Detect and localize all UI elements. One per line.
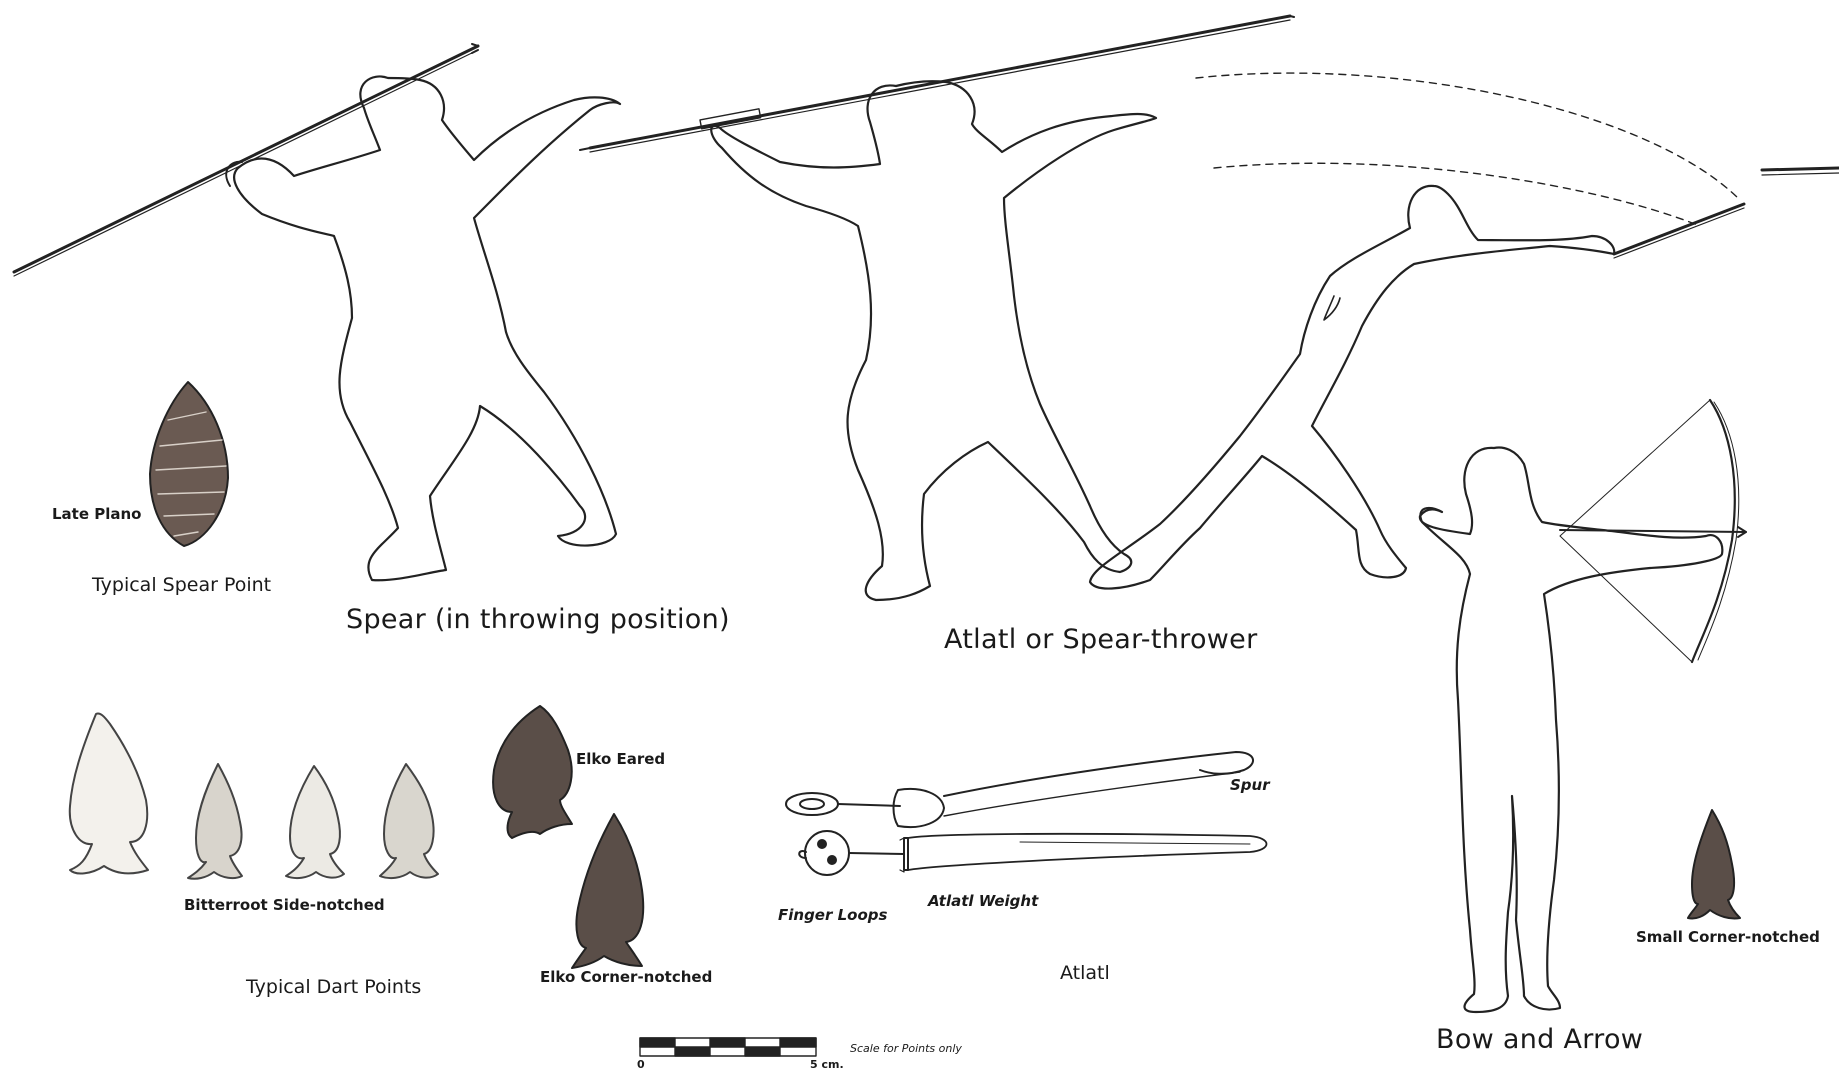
atlatl-weight-label: Atlatl Weight <box>928 892 1038 910</box>
late-plano-label: Late Plano <box>52 505 142 523</box>
scale-zero-label: 0 <box>637 1058 645 1071</box>
spear-caption: Spear (in throwing position) <box>346 604 730 635</box>
atlatl-thrower-figure <box>580 16 1294 600</box>
scale-note: Scale for Points only <box>850 1042 962 1055</box>
late-plano-point <box>150 382 228 546</box>
elko-eared-label: Elko Eared <box>576 750 665 768</box>
small-corner-notched-label: Small Corner-notched <box>1636 928 1820 946</box>
archer-figure <box>1420 400 1746 1012</box>
lunging-figure <box>1090 73 1839 588</box>
dart-points <box>70 706 643 968</box>
bitterroot-label: Bitterroot Side-notched <box>184 896 385 914</box>
spear-thrower-figure <box>14 44 620 580</box>
small-corner-notched-point <box>1688 810 1740 919</box>
typical-dart-points-label: Typical Dart Points <box>246 976 421 998</box>
spur-label: Spur <box>1230 776 1270 794</box>
atlatl-tools <box>786 752 1267 875</box>
typical-spear-point-label: Typical Spear Point <box>92 574 271 596</box>
finger-loops-label: Finger Loops <box>778 906 887 924</box>
scale-five-label: 5 cm. <box>810 1058 844 1071</box>
atlatl-caption: Atlatl or Spear-thrower <box>944 624 1257 655</box>
elko-corner-label: Elko Corner-notched <box>540 968 712 986</box>
scale-bar <box>640 1038 816 1056</box>
bow-caption: Bow and Arrow <box>1436 1024 1643 1055</box>
atlatl-label: Atlatl <box>1060 962 1110 984</box>
